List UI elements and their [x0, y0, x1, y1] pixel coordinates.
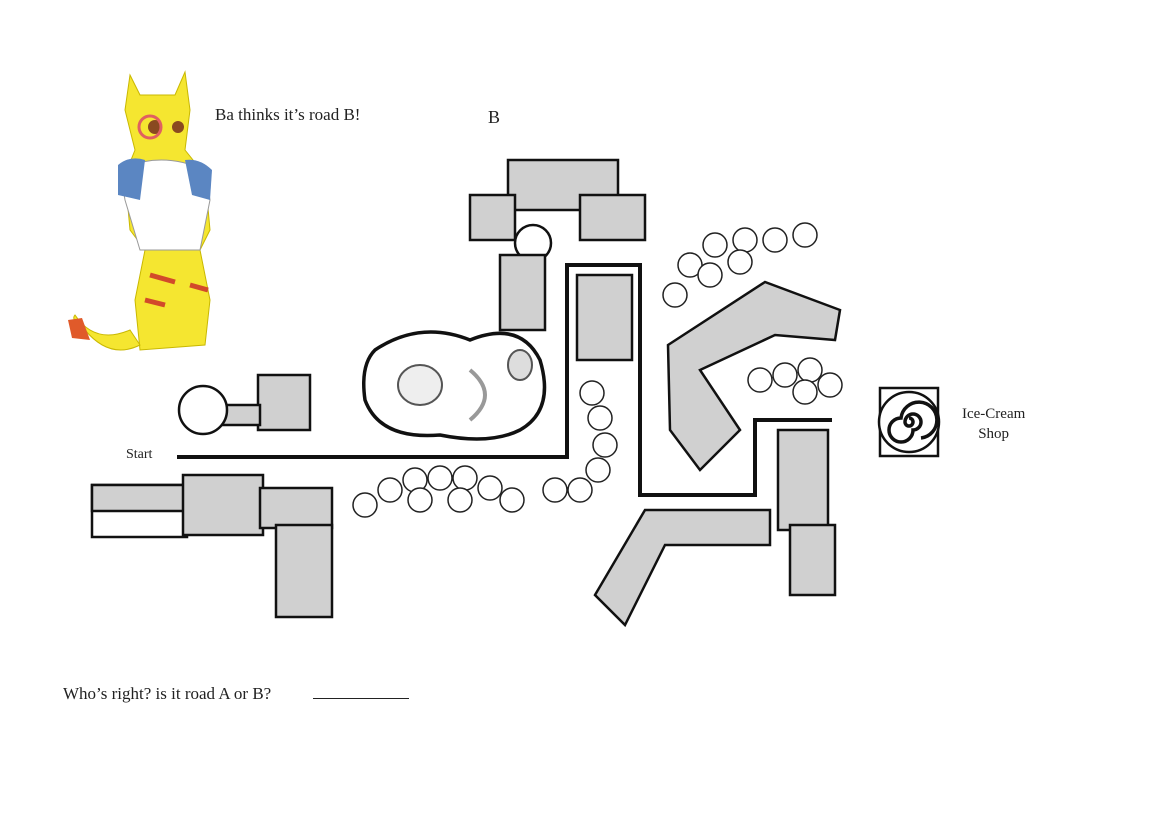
answer-blank[interactable]: [313, 698, 409, 699]
trees: [352, 222, 843, 518]
question-text: Who’s right? is it road A or B?: [63, 684, 272, 703]
road: [177, 263, 832, 497]
shop-label-line1: Ice-Cream: [962, 406, 1026, 422]
road-label-b: B: [488, 107, 501, 127]
ice-cream-shop-label: Ice-Cream Shop: [962, 404, 1025, 444]
buildings: [90, 158, 941, 628]
shop-label-line2: Shop: [978, 426, 1010, 442]
speech-text: Ba thinks it’s road B!: [215, 105, 361, 124]
start-label: Start: [126, 447, 153, 462]
pond: [362, 330, 547, 441]
cat-character: [68, 70, 212, 351]
